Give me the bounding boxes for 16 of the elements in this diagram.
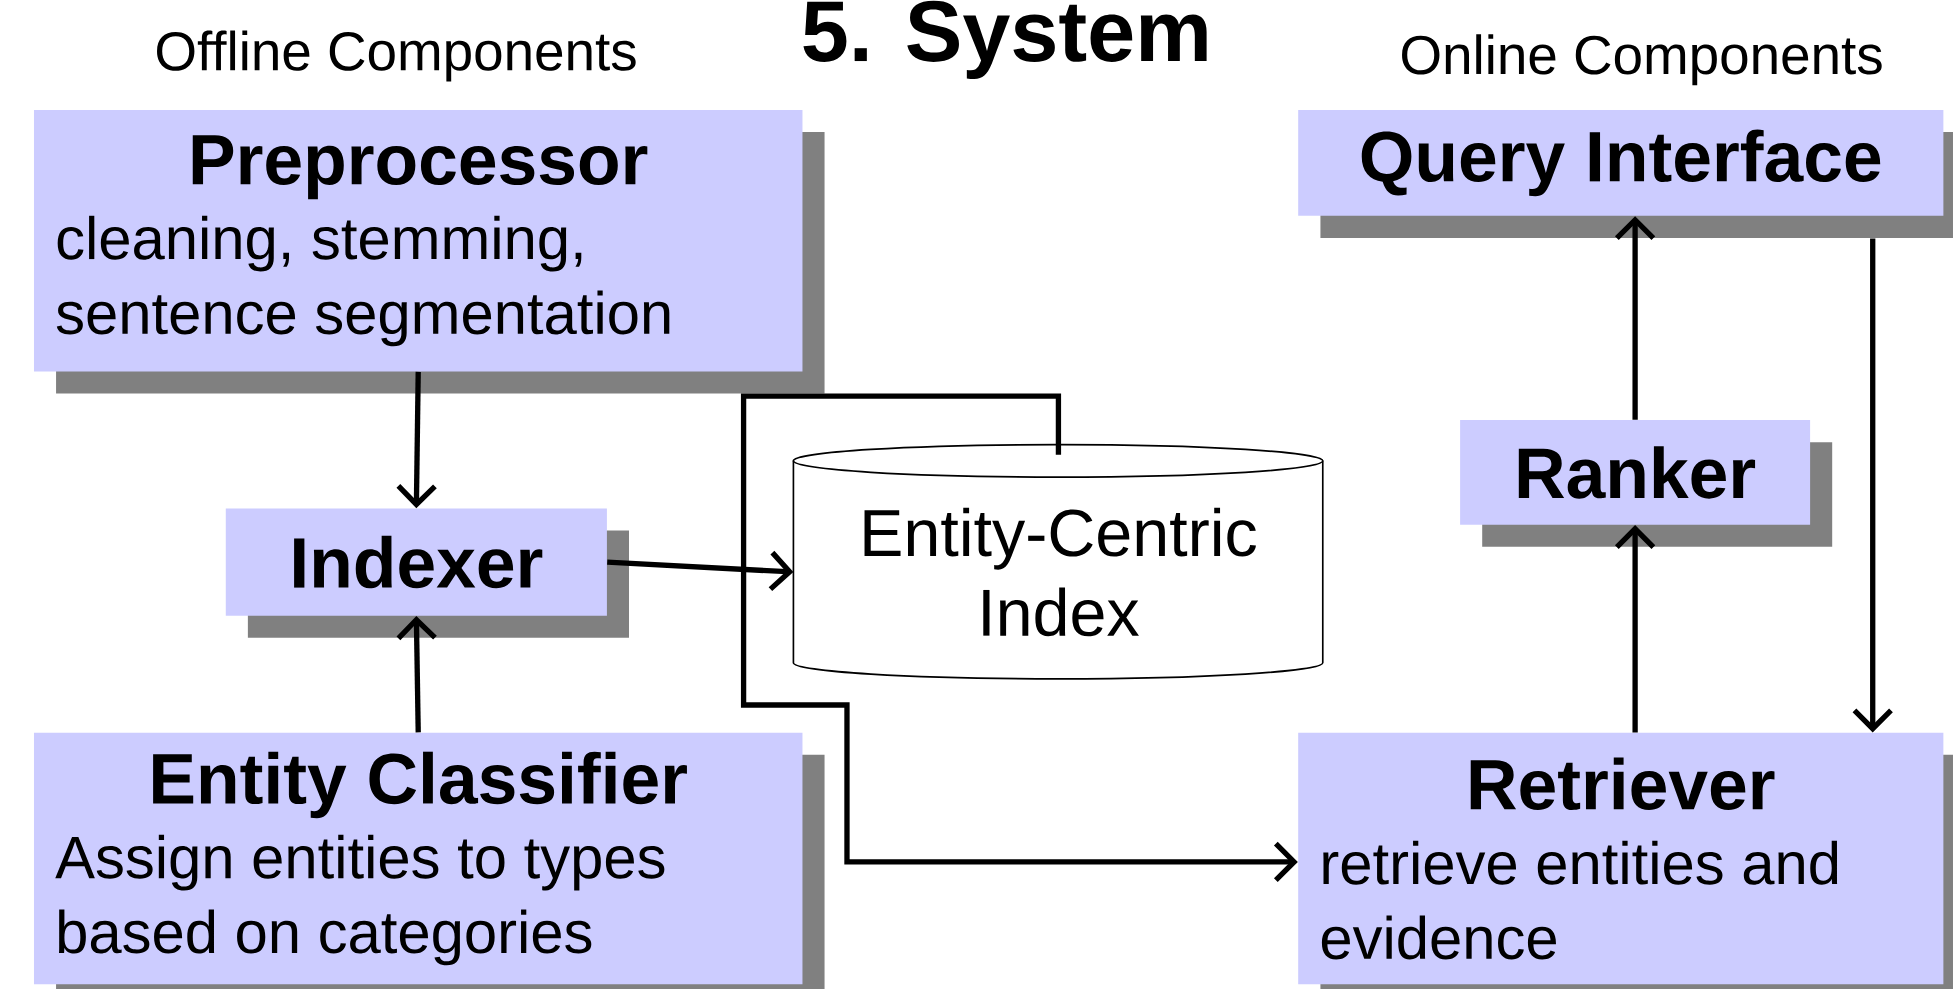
section-label: Offline Components bbox=[157, 30, 636, 82]
process-box: Retriever retrieve entities and evidence bbox=[1298, 732, 1953, 989]
arrow bbox=[396, 616, 437, 733]
arrow bbox=[607, 550, 794, 592]
process-box: Query Interface bbox=[1298, 109, 1953, 238]
database-cylinder: Entity-Centric Index bbox=[792, 443, 1324, 680]
process-box: Indexer bbox=[225, 508, 629, 638]
arrow bbox=[1614, 525, 1656, 733]
arrow bbox=[396, 371, 437, 509]
arrow bbox=[1614, 216, 1656, 420]
process-box: Preprocessor cleaning, stemming, sentence segmentation bbox=[33, 109, 825, 394]
arrow bbox=[1852, 238, 1893, 733]
process-box: Entity Classifier Assign entities to types based on categories bbox=[33, 732, 825, 989]
arrow bbox=[740, 393, 1298, 883]
process-box: Ranker bbox=[1460, 420, 1833, 547]
title: 5. System bbox=[803, 0, 1207, 79]
